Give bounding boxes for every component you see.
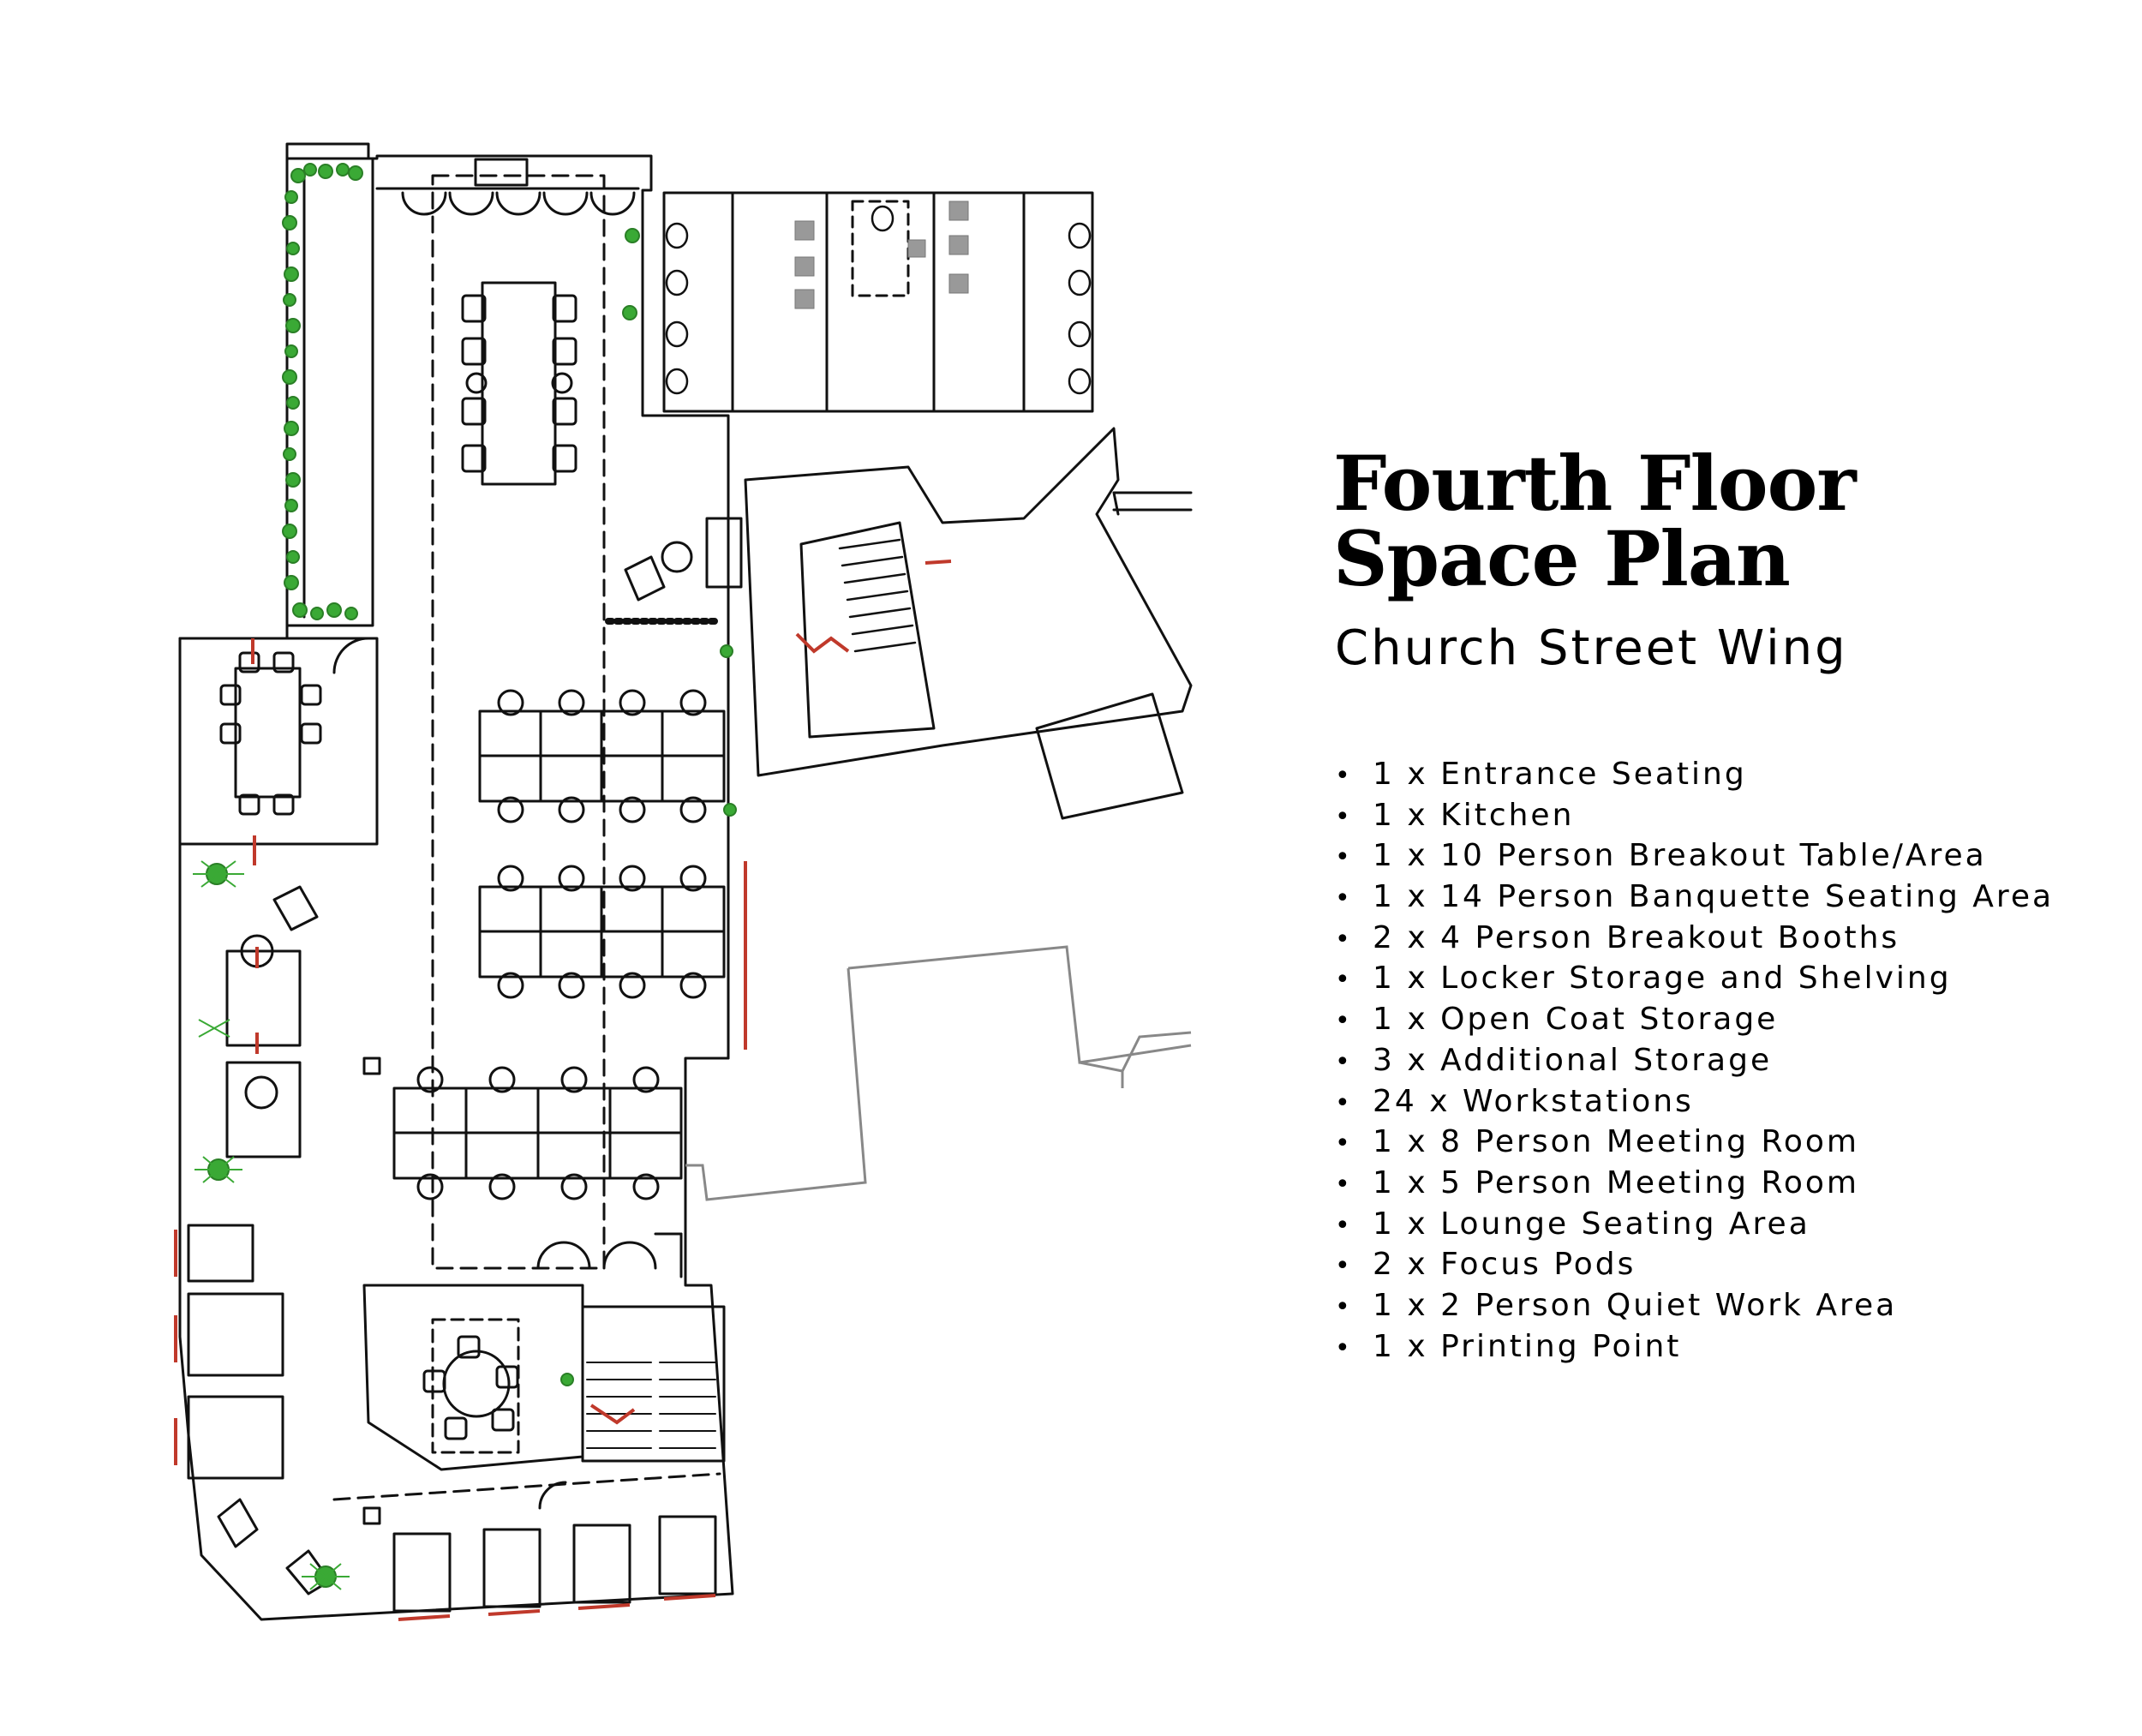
feature-label: 3 x Additional Storage: [1373, 1042, 1773, 1078]
feature-item: • 1 x 14 Person Banquette Seating Area: [1335, 877, 2054, 918]
bullet-marker: •: [1335, 1169, 1350, 1200]
bullet-marker: •: [1335, 1087, 1350, 1118]
title-line-1: Fourth Floor: [1333, 439, 1857, 528]
breakout-table: [481, 281, 557, 486]
circulation-zone: [431, 174, 606, 1270]
workstation-chairs: [416, 689, 707, 1200]
bullet-marker: •: [1335, 1332, 1350, 1363]
bullet-marker: •: [1335, 924, 1350, 955]
workstations-block-1: [478, 709, 726, 803]
banquette-zone: [285, 157, 374, 627]
floor-plan: [174, 142, 1193, 1621]
feature-label: 1 x 5 Person Meeting Room: [1373, 1164, 1859, 1200]
bullet-marker: •: [1335, 801, 1350, 832]
bullet-marker: •: [1335, 1046, 1350, 1077]
feature-label: 1 x Entrance Seating: [1373, 757, 1747, 792]
bullet-marker: •: [1335, 883, 1350, 914]
bullet-marker: •: [1335, 1006, 1350, 1037]
title-line-2: Space Plan: [1333, 514, 1791, 603]
page-title: Fourth Floor Space Plan: [1333, 439, 1857, 603]
feature-label: 1 x Printing Point: [1373, 1328, 1682, 1364]
bullet-marker: •: [1335, 1251, 1350, 1282]
stair-1-core: [744, 427, 1193, 777]
feature-item: • 1 x Kitchen: [1335, 795, 2054, 836]
feature-label: 2 x 4 Person Breakout Booths: [1373, 919, 1900, 955]
bullet-marker: •: [1335, 1128, 1350, 1159]
breakout-chairs: [461, 294, 577, 473]
bullet-marker: •: [1335, 761, 1350, 791]
toilet-core: [662, 191, 1094, 413]
feature-item: • 2 x Focus Pods: [1335, 1244, 2054, 1285]
meeting-room-5: [362, 1284, 584, 1471]
feature-item: • 2 x 4 Person Breakout Booths: [1335, 918, 2054, 959]
feature-label: 1 x Locker Storage and Shelving: [1373, 961, 1952, 997]
adjacent-building: [685, 945, 1192, 1201]
feature-label: 2 x Focus Pods: [1373, 1247, 1636, 1283]
feature-item: • 1 x 10 Person Breakout Table/Area: [1335, 835, 2054, 877]
wall-main-wing: [178, 142, 734, 1621]
feature-item: • 24 x Workstations: [1335, 1081, 2054, 1122]
feature-item: • 1 x 8 Person Meeting Room: [1335, 1122, 2054, 1163]
feature-item: • 1 x 5 Person Meeting Room: [1335, 1163, 2054, 1204]
feature-label: 1 x Kitchen: [1373, 797, 1575, 833]
features-list: • 1 x Entrance Seating • 1 x Kitchen • 1 x 10…: [1335, 754, 2054, 1367]
page-subtitle: Church Street Wing: [1335, 620, 1848, 676]
feature-item: • 1 x Lounge Seating Area: [1335, 1204, 2054, 1245]
feature-item: • 1 x Printing Point: [1335, 1326, 2054, 1368]
feature-label: 1 x Open Coat Storage: [1373, 1002, 1779, 1038]
feature-item: • 1 x Open Coat Storage: [1335, 999, 2054, 1040]
bullet-marker: •: [1335, 842, 1350, 873]
bullet-marker: •: [1335, 965, 1350, 996]
feature-label: 1 x 2 Person Quiet Work Area: [1373, 1287, 1898, 1323]
stair-2: [581, 1305, 726, 1463]
workstations-block-2: [478, 885, 726, 979]
workstations-block-3: [392, 1086, 683, 1180]
bullet-marker: •: [1335, 1291, 1350, 1322]
feature-label: 1 x 8 Person Meeting Room: [1373, 1124, 1859, 1160]
feature-item: • 3 x Additional Storage: [1335, 1040, 2054, 1081]
feature-label: 1 x 10 Person Breakout Table/Area: [1373, 838, 1987, 874]
meeting-room-8: [178, 637, 379, 846]
feature-item: • 1 x 2 Person Quiet Work Area: [1335, 1285, 2054, 1326]
feature-item: • 1 x Locker Storage and Shelving: [1335, 958, 2054, 999]
bullet-marker: •: [1335, 1210, 1350, 1241]
feature-label: 24 x Workstations: [1373, 1083, 1694, 1119]
feature-label: 1 x Lounge Seating Area: [1373, 1206, 1810, 1242]
feature-item: • 1 x Entrance Seating: [1335, 754, 2054, 795]
feature-label: 1 x 14 Person Banquette Seating Area: [1373, 879, 2055, 915]
